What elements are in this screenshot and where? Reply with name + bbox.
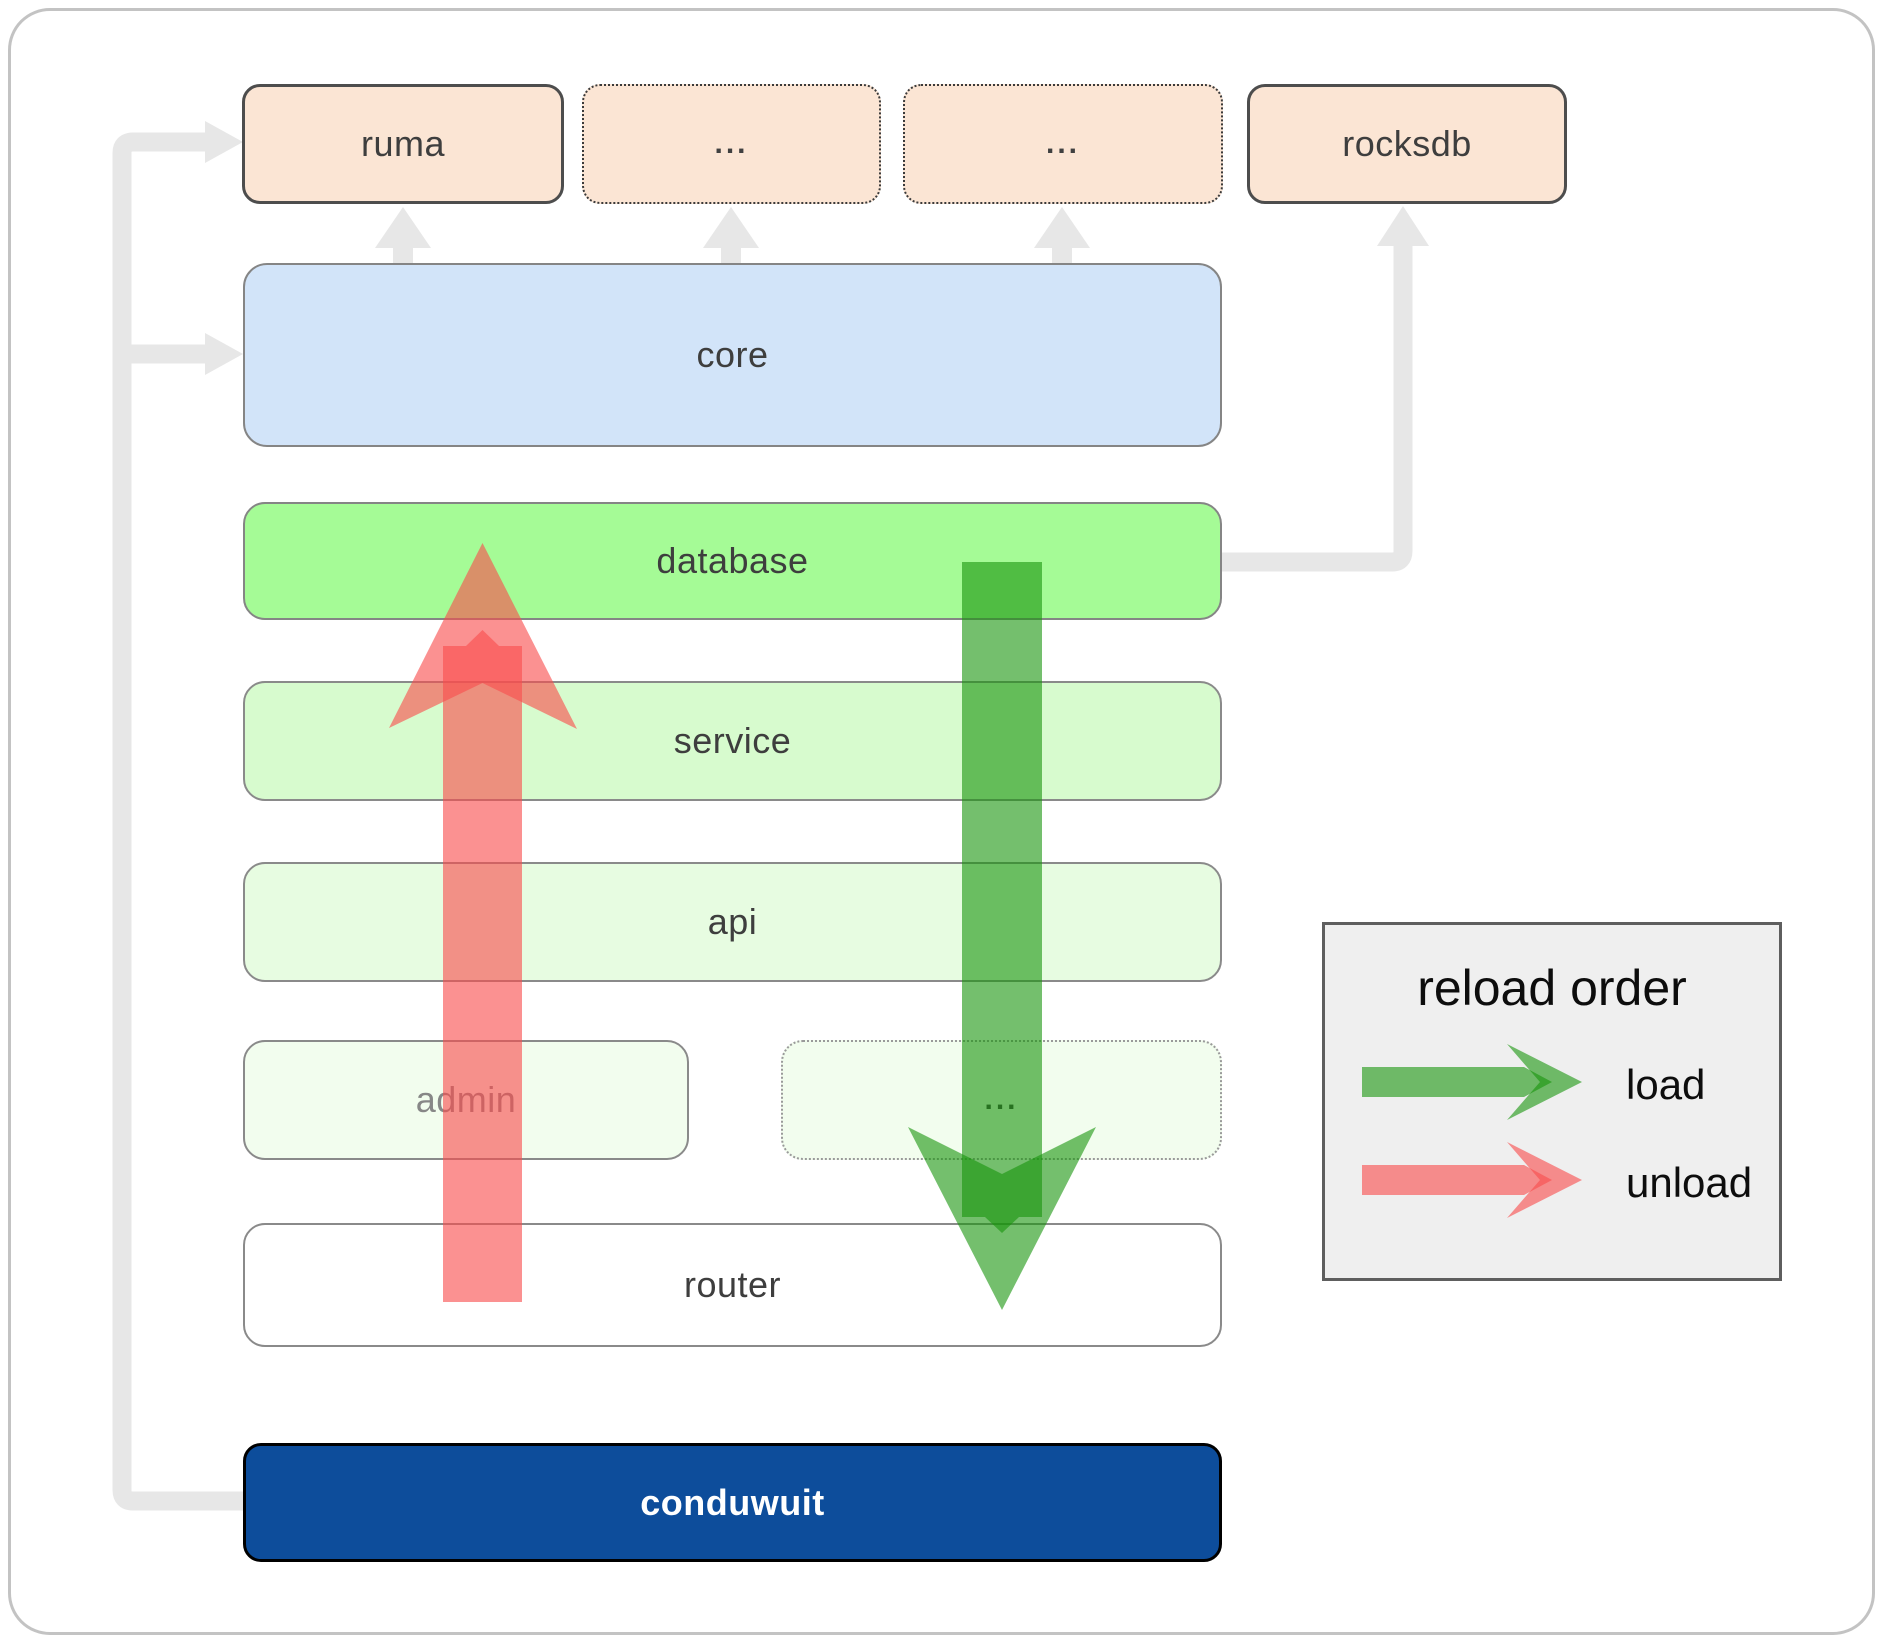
node-conduwuit-label: conduwuit <box>640 1481 825 1523</box>
node-ruma: ruma <box>242 84 564 204</box>
node-conduwuit: conduwuit <box>243 1443 1222 1562</box>
legend-load-label: load <box>1626 1061 1706 1108</box>
node-database-label: database <box>656 540 809 581</box>
legend-title: reload order <box>1417 960 1687 1016</box>
node-api-label: api <box>707 901 758 942</box>
node-admin: admin <box>243 1040 689 1160</box>
node-rocksdb: rocksdb <box>1247 84 1567 204</box>
node-ellipsis-admin-row-label: ... <box>984 1083 1019 1116</box>
node-ellipsis-admin-row: ... <box>781 1040 1222 1160</box>
node-database: database <box>243 502 1222 620</box>
node-core: core <box>243 263 1222 447</box>
page-border <box>8 8 1875 1635</box>
node-admin-label: admin <box>415 1079 517 1120</box>
node-ellipsis-top-2-label: ... <box>1045 127 1080 160</box>
node-router: router <box>243 1223 1222 1347</box>
node-ruma-label: ruma <box>360 123 446 164</box>
node-api: api <box>243 862 1222 982</box>
node-core-label: core <box>696 334 769 375</box>
node-service: service <box>243 681 1222 801</box>
node-ellipsis-top-1-label: ... <box>714 127 749 160</box>
node-rocksdb-label: rocksdb <box>1342 123 1472 164</box>
legend-reload-order: reload order load unload <box>1322 922 1782 1281</box>
node-router-label: router <box>683 1264 782 1305</box>
node-ellipsis-top-1: ... <box>582 84 881 204</box>
legend-unload-label: unload <box>1626 1159 1753 1206</box>
node-service-label: service <box>673 720 792 761</box>
node-ellipsis-top-2: ... <box>903 84 1223 204</box>
